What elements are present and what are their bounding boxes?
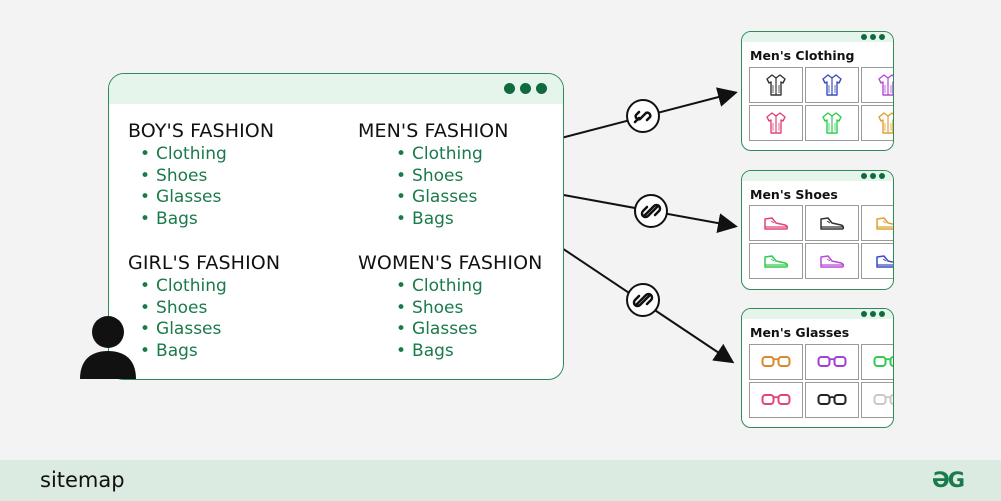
- shoe-icon: [875, 215, 893, 231]
- product-thumbnail[interactable]: [805, 243, 859, 279]
- section-girls-fashion: GIRL'S FASHION Clothing Shoes Glasses Ba…: [128, 252, 280, 362]
- shoe-icon: [819, 215, 845, 231]
- glasses-icon: [873, 355, 893, 369]
- product-thumbnail[interactable]: [749, 243, 803, 279]
- shirt-icon: [821, 73, 843, 97]
- section-heading: WOMEN'S FASHION: [358, 252, 543, 274]
- glasses-icon: [761, 355, 791, 369]
- product-thumbnail[interactable]: [749, 67, 803, 103]
- product-thumbnail[interactable]: [861, 382, 893, 418]
- footer-bar: sitemap ƏG: [0, 460, 1001, 501]
- sitemap-link[interactable]: Bags: [396, 209, 509, 231]
- sitemap-link[interactable]: Clothing: [396, 276, 542, 298]
- link-icon: [626, 283, 660, 317]
- product-thumbnail[interactable]: [861, 243, 893, 279]
- section-boys-fashion: BOY'S FASHION Clothing Shoes Glasses Bag…: [128, 120, 274, 230]
- glasses-icon: [817, 355, 847, 369]
- sitemap-link[interactable]: Clothing: [396, 144, 509, 166]
- sitemap-link[interactable]: Glasses: [396, 187, 509, 209]
- window-controls[interactable]: [861, 173, 885, 179]
- shirt-icon: [765, 111, 787, 135]
- shoe-icon: [763, 215, 789, 231]
- product-thumbnail[interactable]: [805, 382, 859, 418]
- product-grid: [749, 344, 893, 418]
- section-womens-fashion: WOMEN'S FASHION Clothing Shoes Glasses B…: [358, 252, 542, 362]
- window-controls[interactable]: [861, 311, 885, 317]
- window-controls[interactable]: [861, 34, 885, 40]
- window-titlebar: [109, 74, 563, 104]
- page-title: Men's Glasses: [750, 325, 850, 340]
- section-mens-fashion: MEN'S FASHION Clothing Shoes Glasses Bag…: [358, 120, 509, 230]
- glasses-icon: [817, 393, 847, 407]
- brand-logo: ƏG: [931, 468, 965, 492]
- glasses-icon: [873, 393, 893, 407]
- link-icon: [634, 194, 668, 228]
- product-thumbnail[interactable]: [805, 205, 859, 241]
- page-mens-shoes: Men's Shoes: [741, 170, 894, 290]
- sitemap-window: BOY'S FASHION Clothing Shoes Glasses Bag…: [108, 73, 564, 380]
- sitemap-link[interactable]: Bags: [140, 341, 280, 363]
- sitemap-link[interactable]: Glasses: [140, 187, 274, 209]
- sitemap-link[interactable]: Shoes: [396, 166, 509, 188]
- sitemap-link[interactable]: Glasses: [140, 319, 280, 341]
- page-title: Men's Clothing: [750, 48, 855, 63]
- sitemap-link[interactable]: Glasses: [396, 319, 542, 341]
- sitemap-link[interactable]: Bags: [140, 209, 274, 231]
- product-thumbnail[interactable]: [749, 205, 803, 241]
- sitemap-link[interactable]: Shoes: [140, 166, 274, 188]
- shirt-icon: [877, 73, 893, 97]
- shoe-icon: [819, 253, 845, 269]
- product-thumbnail[interactable]: [805, 67, 859, 103]
- footer-label: sitemap: [40, 468, 125, 492]
- product-thumbnail[interactable]: [749, 344, 803, 380]
- product-grid: [749, 67, 893, 141]
- glasses-icon: [761, 393, 791, 407]
- section-heading: MEN'S FASHION: [358, 120, 509, 142]
- window-controls[interactable]: [504, 83, 547, 94]
- user-icon: [80, 316, 136, 379]
- section-heading: GIRL'S FASHION: [128, 252, 281, 274]
- product-thumbnail[interactable]: [861, 205, 893, 241]
- product-thumbnail[interactable]: [805, 344, 859, 380]
- sitemap-link[interactable]: Clothing: [140, 144, 274, 166]
- product-thumbnail[interactable]: [861, 105, 893, 141]
- product-thumbnail[interactable]: [861, 67, 893, 103]
- sitemap-link[interactable]: Clothing: [140, 276, 280, 298]
- sitemap-link[interactable]: Shoes: [396, 298, 542, 320]
- product-thumbnail[interactable]: [805, 105, 859, 141]
- shirt-icon: [765, 73, 787, 97]
- product-thumbnail[interactable]: [749, 105, 803, 141]
- shoe-icon: [875, 253, 893, 269]
- sitemap-link[interactable]: Shoes: [140, 298, 280, 320]
- page-mens-glasses: Men's Glasses: [741, 308, 894, 428]
- shirt-icon: [821, 111, 843, 135]
- section-heading: BOY'S FASHION: [128, 120, 275, 142]
- page-title: Men's Shoes: [750, 187, 838, 202]
- link-icon: [626, 99, 660, 133]
- shirt-icon: [877, 111, 893, 135]
- sitemap-link[interactable]: Bags: [396, 341, 542, 363]
- shoe-icon: [763, 253, 789, 269]
- product-grid: [749, 205, 893, 279]
- product-thumbnail[interactable]: [749, 382, 803, 418]
- product-thumbnail[interactable]: [861, 344, 893, 380]
- page-mens-clothing: Men's Clothing: [741, 31, 894, 151]
